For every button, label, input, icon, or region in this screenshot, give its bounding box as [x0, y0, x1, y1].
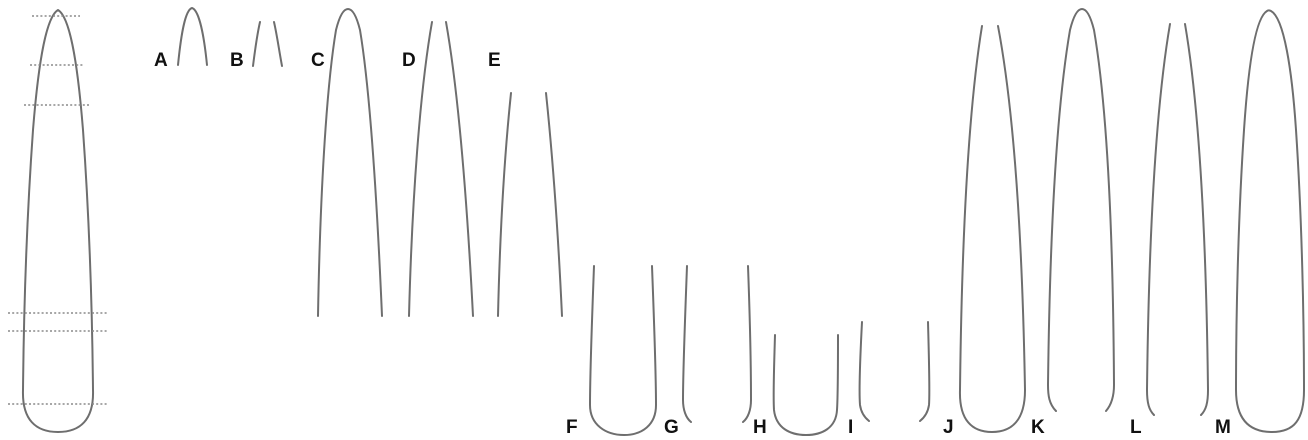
panel-label-b: B	[230, 50, 244, 71]
panel-b-outline	[252, 21, 261, 67]
panel-l	[1146, 23, 1209, 416]
panel-label-d: D	[402, 50, 416, 71]
panel-e-outline	[545, 92, 563, 317]
panel-f-outline	[589, 265, 657, 436]
panel-g-outline	[682, 265, 692, 423]
panel-e-outline	[497, 92, 512, 317]
panel-label-e: E	[488, 50, 501, 71]
panel-k	[1047, 8, 1115, 412]
panel-i-outline	[858, 321, 870, 422]
panel-b-outline	[273, 21, 283, 67]
panel-i-outline	[919, 321, 931, 422]
panel-b	[252, 21, 283, 67]
panel-l-outline	[1184, 23, 1209, 416]
panel-d-outline	[445, 21, 474, 317]
panel-c	[317, 8, 383, 317]
panel-a	[177, 7, 208, 66]
panel-l-outline	[1146, 23, 1171, 416]
panel-label-c: C	[311, 50, 325, 71]
panel-h	[772, 334, 839, 436]
panel-label-h: H	[753, 417, 767, 438]
panel-g	[682, 265, 752, 423]
panel-label-j: J	[943, 417, 954, 438]
panel-label-l: L	[1130, 417, 1142, 438]
panel-k-outline	[1047, 8, 1115, 412]
panel-labels: A B C D E F G H I J K L M	[154, 50, 1231, 438]
reference-shape	[8, 9, 108, 433]
panel-f	[589, 265, 657, 436]
panel-i	[858, 321, 931, 422]
panel-d-outline	[408, 21, 433, 317]
panel-label-f: F	[566, 417, 578, 438]
panel-m	[1235, 9, 1305, 433]
reference-outline	[21, 9, 95, 433]
panel-label-g: G	[664, 417, 679, 438]
panel-label-a: A	[154, 50, 168, 71]
panel-j	[958, 25, 1026, 433]
panel-g-outline	[742, 265, 752, 423]
panel-c-outline	[317, 8, 383, 317]
panel-h-outline	[772, 334, 839, 436]
panel-m-outline	[1235, 9, 1305, 433]
panel-j-outline	[958, 25, 1026, 433]
panel-e	[497, 92, 563, 317]
panel-label-m: M	[1215, 417, 1231, 438]
panel-label-k: K	[1031, 417, 1045, 438]
panel-a-outline	[177, 7, 208, 66]
panel-label-i: I	[848, 417, 853, 438]
panel-d	[408, 21, 474, 317]
